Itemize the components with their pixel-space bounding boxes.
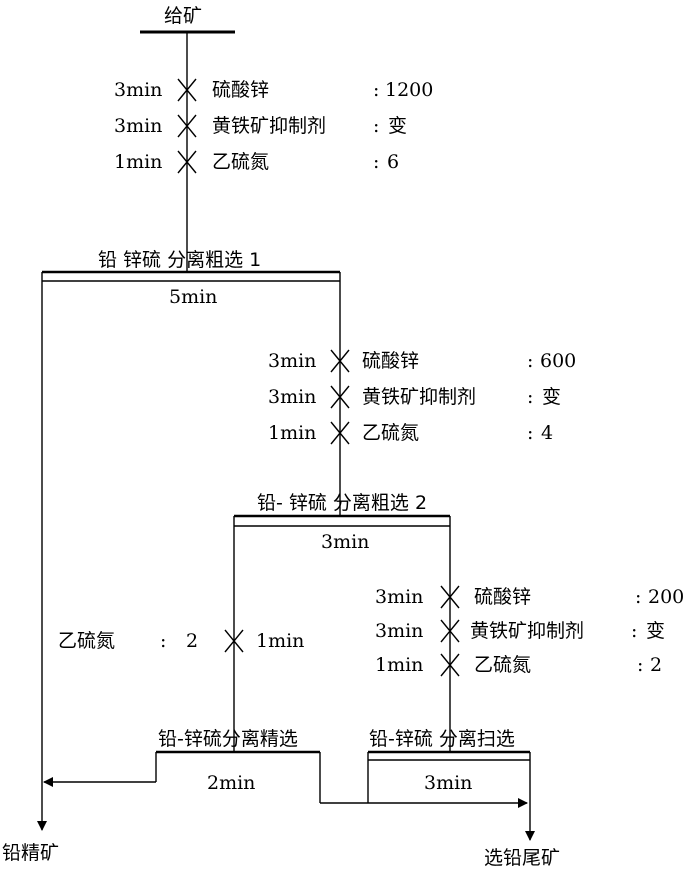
reagent-dose: 1200 (385, 79, 434, 101)
reagent-separator: : (373, 151, 380, 173)
reagent-name: 硫酸锌 (362, 350, 420, 372)
reagent-separator: : (527, 422, 534, 444)
addition-mark (224, 629, 244, 653)
reagent-time: 3min (375, 620, 424, 642)
reagent-time: 3min (375, 586, 424, 608)
reagent-dose: 200 (648, 586, 685, 608)
reagent-separator: : (373, 115, 380, 137)
reagent-time: 1min (375, 654, 424, 676)
reagent-dose: 4 (541, 422, 554, 444)
cleaner-reagent-dose: 2 (186, 630, 199, 652)
reagent-time: 3min (268, 386, 317, 408)
reagent-time: 1min (114, 151, 163, 173)
reagent-separator: : (527, 386, 534, 408)
reagent-name: 硫酸锌 (212, 79, 270, 101)
cleaner-reagent-name: 乙硫氮 (58, 630, 116, 652)
reagent-separator: : (635, 586, 642, 608)
reagent-addition-marks (177, 78, 460, 677)
reagent-separator: : (631, 620, 638, 642)
reagent-time: 1min (268, 422, 317, 444)
reagent-name: 乙硫氮 (474, 654, 532, 676)
addition-mark (177, 114, 197, 138)
cleaner-reagent-time: 1min (256, 630, 305, 652)
lead-tailings-label: 选铅尾矿 (484, 847, 561, 869)
reagent-dose: 变 (388, 115, 408, 137)
reagent-name: 黄铁矿抑制剂 (362, 386, 477, 408)
reagent-name: 黄铁矿抑制剂 (212, 115, 327, 137)
feed-label: 给矿 (164, 5, 203, 27)
rougher2-time: 3min (321, 531, 370, 553)
reagent-dose: 6 (387, 151, 400, 173)
rougher2-title: 铅- 锌硫 分离粗选 2 (257, 492, 428, 514)
reagent-dose: 变 (646, 620, 666, 642)
reagent-time: 3min (268, 350, 317, 372)
reagent-dose: 600 (540, 350, 577, 372)
addition-mark (330, 421, 350, 445)
scavenger-time: 3min (424, 772, 473, 794)
addition-mark (330, 349, 350, 373)
addition-mark (330, 385, 350, 409)
cleaner-time: 2min (207, 772, 256, 794)
reagent-time: 3min (114, 79, 163, 101)
cleaner-title: 铅-锌硫分离精选 (158, 728, 298, 750)
addition-mark (440, 585, 460, 609)
reagent-separator: : (373, 79, 380, 101)
reagent-name: 乙硫氮 (212, 151, 270, 173)
rougher1-title: 铅 锌硫 分离粗选 1 (98, 249, 262, 271)
addition-mark (440, 653, 460, 677)
reagent-dose: 2 (650, 654, 663, 676)
addition-mark (177, 150, 197, 174)
reagent-name: 黄铁矿抑制剂 (470, 620, 585, 642)
reagent-name: 乙硫氮 (362, 422, 420, 444)
lead-concentrate-label: 铅精矿 (2, 842, 60, 864)
addition-mark (440, 619, 460, 643)
cleaner-reagent-separator: : (160, 630, 167, 652)
scavenger-title: 铅-锌硫 分离扫选 (369, 728, 515, 750)
reagent-name: 硫酸锌 (474, 586, 532, 608)
reagent-separator: : (527, 350, 534, 372)
rougher1-time: 5min (169, 286, 218, 308)
reagent-time: 3min (114, 115, 163, 137)
addition-mark (177, 78, 197, 102)
reagent-separator: : (637, 654, 644, 676)
reagent-dose: 变 (542, 386, 562, 408)
